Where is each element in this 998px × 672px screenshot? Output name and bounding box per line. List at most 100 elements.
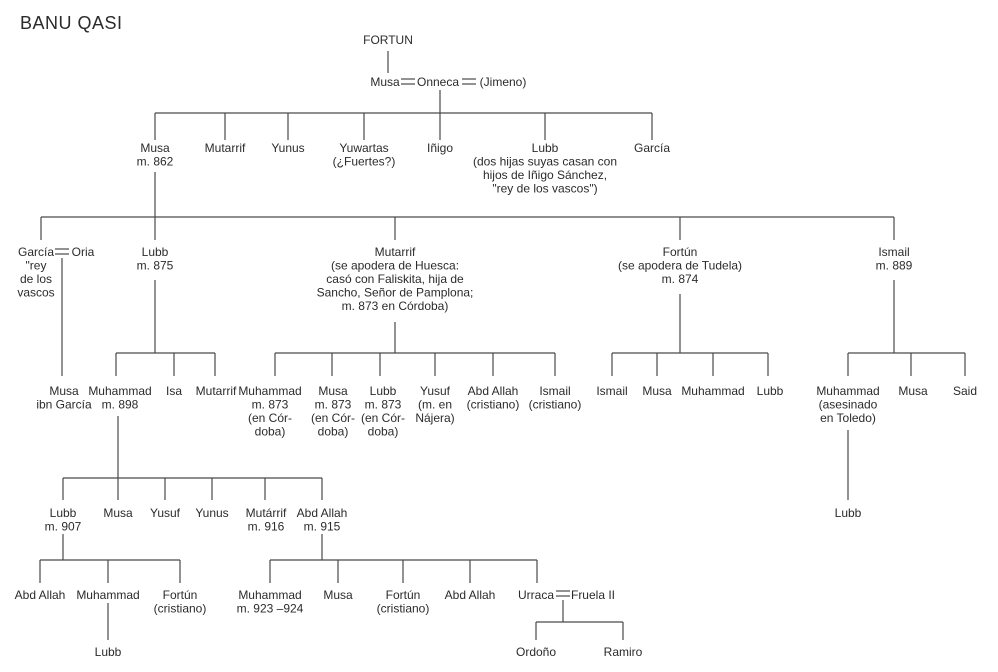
person-label-line: m. 907 <box>45 520 82 534</box>
person-said: Said <box>953 384 977 398</box>
person-inigo: Iñigo <box>427 141 453 155</box>
person-isa: Isa <box>166 384 182 398</box>
person-label-line: (cristiano) <box>467 398 520 412</box>
person-label-line: Ordoño <box>516 645 556 659</box>
person-label-line: Ramiro <box>604 645 643 659</box>
person-label-line: Musa <box>898 384 928 398</box>
person-yunus-gen5: Yunus <box>195 506 228 520</box>
person-label-line: m. 873 <box>252 398 289 412</box>
person-label-line: Musa <box>642 384 672 398</box>
person-yusuf-gen5: Yusuf <box>150 506 181 520</box>
person-onneca: Onneca <box>417 75 459 89</box>
person-label-line: m. 915 <box>304 520 341 534</box>
person-label-line: hijos de Iñigo Sánchez, <box>483 168 607 182</box>
person-yunus: Yunus <box>271 141 304 155</box>
person-fortun-cristiano-b: Fortún(cristiano) <box>377 588 430 616</box>
person-label-line: Abd Allah <box>445 588 496 602</box>
person-label-line: (cristiano) <box>154 602 207 616</box>
person-label-line: Mutarrif <box>205 141 246 155</box>
person-urraca: Urraca <box>518 588 554 602</box>
person-label-line: Fortún <box>663 245 698 259</box>
person-label-line: "rey de los vascos") <box>492 182 597 196</box>
person-label-line: Yusuf <box>420 384 451 398</box>
person-fruela: Fruela II <box>571 588 615 602</box>
person-label-line: (cristiano) <box>529 398 582 412</box>
person-label-line: Muhammad <box>816 384 879 398</box>
person-musa-ismailson: Musa <box>898 384 928 398</box>
person-mutarrif-lubbson: Mutarrif <box>196 384 237 398</box>
person-label-line: m. 898 <box>102 398 139 412</box>
person-label-line: casó con Faliskita, hija de <box>326 272 464 286</box>
person-label-line: m. 862 <box>137 155 174 169</box>
person-musa-tudela: Musa <box>642 384 672 398</box>
person-lubb-toledo: Lubb <box>835 506 862 520</box>
person-muhammad-tudela: Muhammad <box>681 384 744 398</box>
person-musa: Musa <box>370 75 400 89</box>
person-abd-allah-gen6b: Abd Allah <box>445 588 496 602</box>
person-label-line: Iñigo <box>427 141 453 155</box>
person-label-line: Mutarrif <box>375 245 416 259</box>
person-label-line: Lubb <box>142 245 169 259</box>
person-label-line: (cristiano) <box>377 602 430 616</box>
person-label-line: Abd Allah <box>468 384 519 398</box>
person-label-line: Fortún <box>386 588 421 602</box>
person-label-line: Lubb <box>50 506 77 520</box>
person-label-line: Yunus <box>195 506 228 520</box>
person-label-line: Yunus <box>271 141 304 155</box>
person-ismail-tudela: Ismail <box>596 384 627 398</box>
person-fortun: FORTUN <box>363 33 413 47</box>
person-label-line: "rey <box>26 259 47 273</box>
person-label-line: Ismail <box>539 384 570 398</box>
person-yuwartas: Yuwartas(¿Fuertes?) <box>333 141 396 169</box>
person-label-line: (en Cór- <box>248 411 292 425</box>
person-label-line: (en Cór- <box>361 411 405 425</box>
person-oria: Oria <box>72 245 95 259</box>
person-label-line: ibn García <box>36 398 92 412</box>
person-label-line: Muhammad <box>76 588 139 602</box>
connector-lines <box>39 51 966 640</box>
person-label-line: Musa <box>140 141 170 155</box>
person-label-line: García <box>18 245 54 259</box>
person-label-line: Oria <box>72 245 95 259</box>
person-label-line: m. 916 <box>248 520 285 534</box>
person-garcia: García <box>634 141 670 155</box>
person-abd-allah-cristiano: Abd Allah(cristiano) <box>467 384 520 412</box>
person-mutarrif: Mutarrif <box>205 141 246 155</box>
person-label-line: Musa <box>318 384 348 398</box>
person-lubb-gen7: Lubb <box>95 645 122 659</box>
person-label-line: Ismail <box>596 384 627 398</box>
person-label-line: (¿Fuertes?) <box>333 155 396 169</box>
person-label-line: Lubb <box>370 384 397 398</box>
person-mutarrif-huesca: Mutarrif(se apodera de Huesca:casó con F… <box>317 245 474 313</box>
person-label-line: Urraca <box>518 588 554 602</box>
diagram-title: BANU QASI <box>20 13 123 33</box>
person-jimeno: (Jimeno) <box>480 75 527 89</box>
person-label-line: Sancho, Señor de Pamplona; <box>317 286 474 300</box>
person-ramiro: Ramiro <box>604 645 643 659</box>
person-label-line: (se apodera de Tudela) <box>618 259 742 273</box>
person-label-line: Onneca <box>417 75 459 89</box>
person-abd-allah-gen6: Abd Allah <box>15 588 66 602</box>
person-lubb-tudela: Lubb <box>757 384 784 398</box>
person-label-line: FORTUN <box>363 33 413 47</box>
person-label-line: m. 873 en Córdoba) <box>342 299 449 313</box>
person-label-line: doba) <box>318 425 349 439</box>
person-fortun-cristiano-a: Fortún(cristiano) <box>154 588 207 616</box>
person-label-line: Lubb <box>95 645 122 659</box>
person-musa-gen5: Musa <box>103 506 133 520</box>
person-ordono: Ordoño <box>516 645 556 659</box>
person-label-line: en Toledo) <box>820 411 876 425</box>
person-label-line: m. 889 <box>876 259 913 273</box>
person-label-line: Muhammad <box>681 384 744 398</box>
